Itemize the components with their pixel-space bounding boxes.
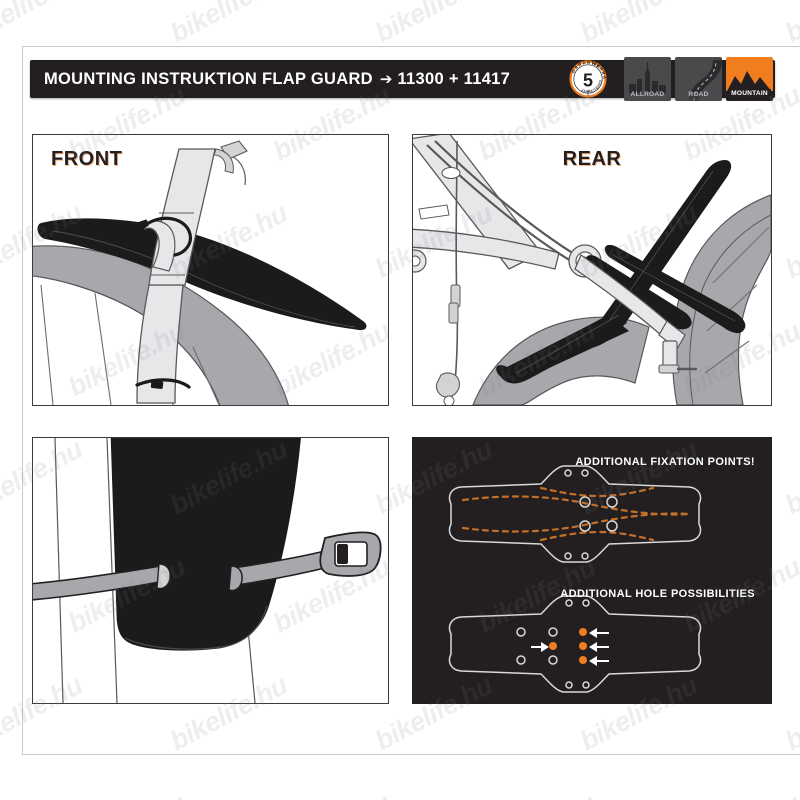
badge-label-mountain: MOUNTAIN bbox=[728, 89, 771, 98]
sheet-left-rule bbox=[22, 46, 23, 754]
warranty-seal: GARANTIE WARRANTY 5 JAHRE/YEARS bbox=[564, 53, 610, 101]
caption-additional-fixation-points: ADDITIONAL FIXATION POINTS! bbox=[575, 456, 755, 468]
template-fixation bbox=[448, 465, 702, 563]
badge-label-road: ROAD bbox=[688, 91, 709, 98]
panel-title-front: FRONT bbox=[51, 148, 123, 170]
warranty-years: 5 bbox=[583, 71, 593, 91]
category-badge-mountain[interactable]: MOUNTAIN bbox=[726, 57, 773, 101]
panel-strap-detail bbox=[32, 437, 389, 704]
category-badge-allroad[interactable]: ALLROAD bbox=[624, 57, 671, 101]
city-skyline-icon bbox=[629, 62, 666, 93]
template-holes bbox=[448, 595, 702, 693]
page-title: MOUNTING INSTRUKTION FLAP GUARD bbox=[44, 69, 373, 88]
panel-rear: REAR bbox=[412, 134, 772, 406]
rear-illustration bbox=[413, 135, 771, 405]
additional-hole-markers bbox=[549, 628, 587, 664]
front-illustration bbox=[33, 135, 388, 405]
badge-label-allroad: ALLROAD bbox=[630, 91, 665, 98]
mountain-peaks-icon bbox=[726, 71, 773, 93]
panel-title-rear: REAR bbox=[562, 148, 622, 170]
category-badge-road[interactable]: ROAD bbox=[675, 57, 722, 101]
header-bar: MOUNTING INSTRUKTION FLAP GUARD ➔ 11300 … bbox=[30, 53, 775, 101]
sheet-top-rule bbox=[22, 46, 800, 47]
arrow-markers bbox=[531, 628, 609, 666]
panel-front: FRONT bbox=[32, 134, 389, 406]
product-codes: 11300 + 11417 bbox=[397, 69, 511, 88]
arrow-right-icon: ➔ bbox=[379, 71, 393, 88]
sheet-bottom-rule bbox=[22, 754, 800, 755]
hole-template-illustration bbox=[413, 438, 771, 703]
panel-hole-templates: ADDITIONAL FIXATION POINTS! ADDITIONAL H… bbox=[412, 437, 772, 704]
caption-additional-hole-possibilities: ADDITIONAL HOLE POSSIBILITIES bbox=[560, 588, 755, 600]
header-badges-group: GARANTIE WARRANTY 5 JAHRE/YEARS bbox=[564, 53, 775, 101]
strap-illustration bbox=[33, 438, 388, 703]
